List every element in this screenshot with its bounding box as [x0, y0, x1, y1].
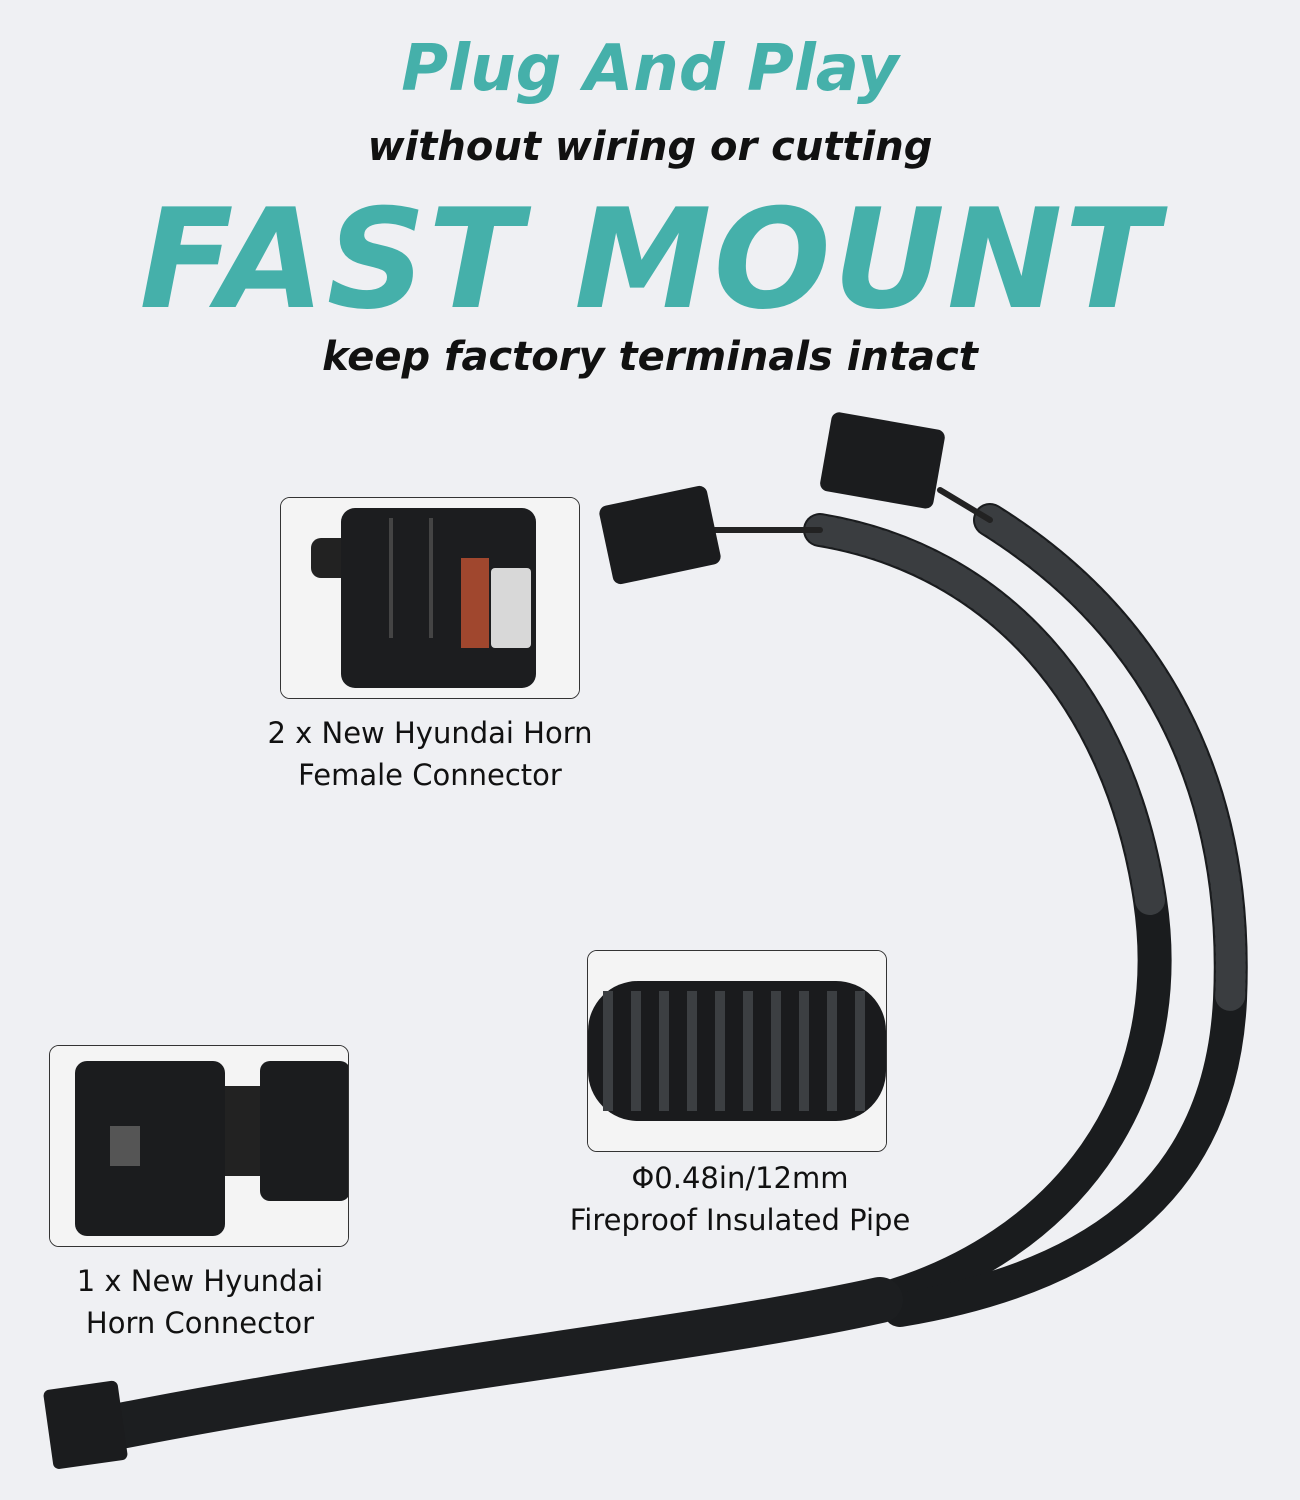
pipe-photo — [587, 950, 887, 1152]
male-connector — [43, 1380, 128, 1469]
female-connector-photo — [280, 497, 580, 699]
caption-line: Horn Connector — [85, 1306, 315, 1340]
male-connector-icon — [50, 1046, 348, 1246]
headline-big-title: FAST MOUNT — [139, 179, 1161, 340]
headline-subtitle: without wiring or cutting — [367, 124, 933, 170]
caption-line: 1 x New Hyundai — [76, 1264, 324, 1298]
caption-line: Fireproof Insulated Pipe — [569, 1203, 911, 1237]
female-connector-icon — [281, 498, 579, 698]
female-connector-b — [820, 412, 945, 509]
male-connector-photo — [49, 1045, 349, 1247]
headline-title: Plug And Play — [401, 32, 899, 106]
headline-tagline: keep factory terminals intact — [322, 334, 978, 380]
caption-line: Φ0.48in/12mm — [631, 1161, 849, 1195]
male-connector-caption: 1 x New Hyundai Horn Connector — [40, 1260, 360, 1344]
caption-line: 2 x New Hyundai Horn — [267, 716, 593, 750]
female-connector-caption: 2 x New Hyundai Horn Female Connector — [230, 712, 630, 796]
caption-line: Female Connector — [298, 758, 562, 792]
pipe-caption: Φ0.48in/12mm Fireproof Insulated Pipe — [540, 1157, 940, 1241]
female-connector-a — [599, 485, 721, 585]
corrugated-pipe-icon — [588, 951, 886, 1151]
